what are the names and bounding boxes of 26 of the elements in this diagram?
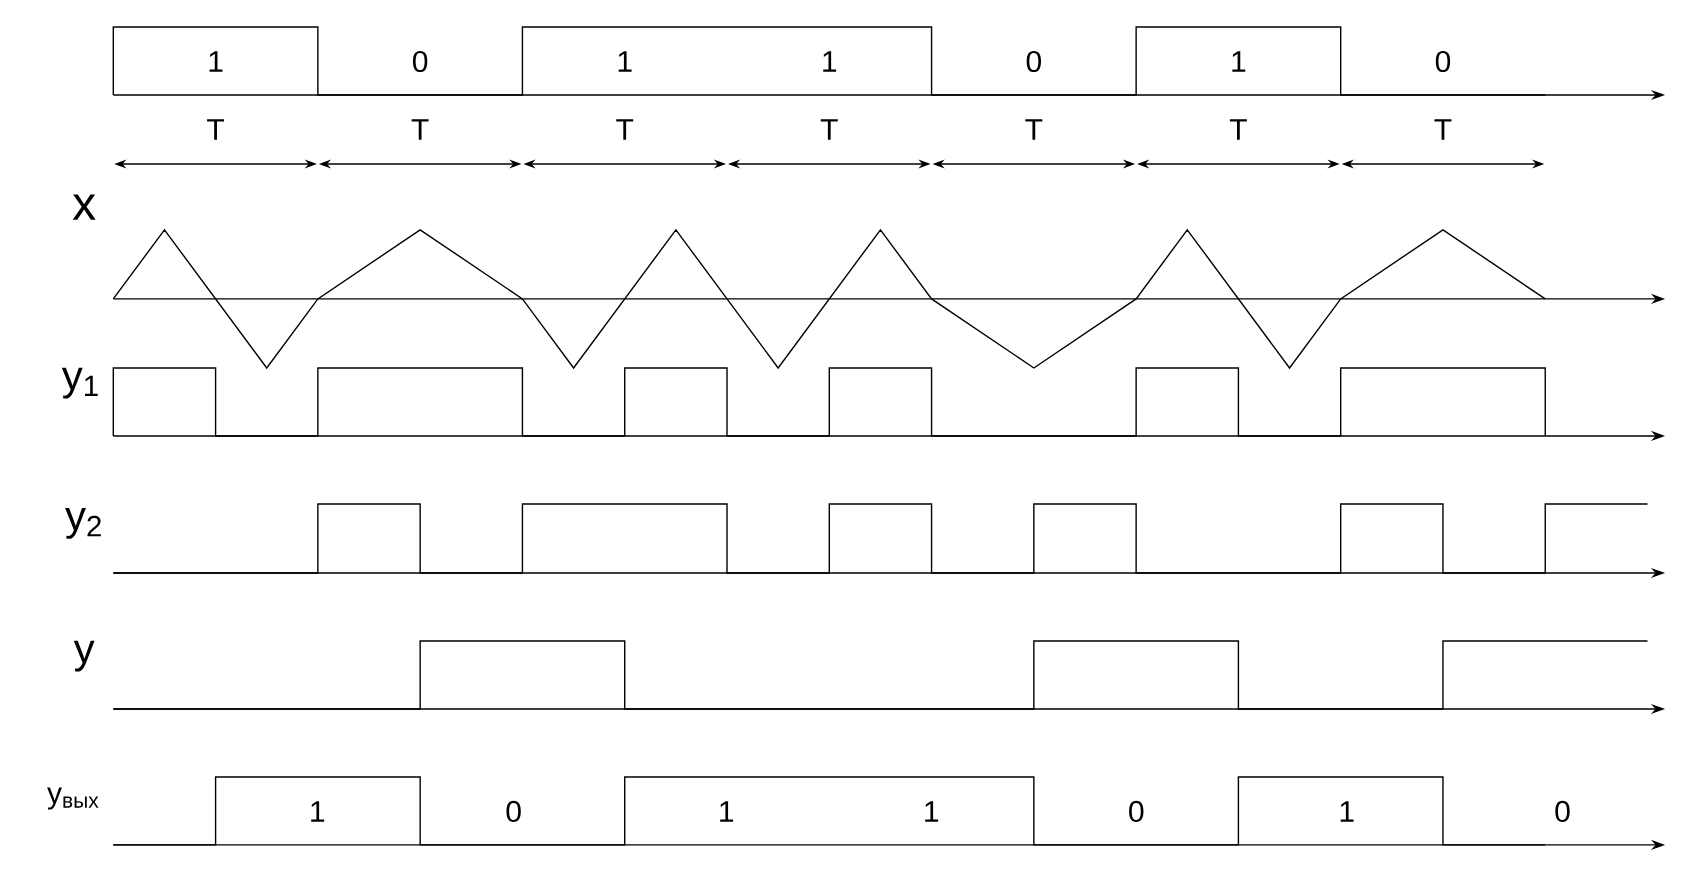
bit-value: 1	[925, 801, 939, 822]
bit-value: 1	[1232, 51, 1246, 72]
period-label: T	[1229, 119, 1247, 140]
period-label: T	[1434, 119, 1452, 140]
bit-value: 0	[1555, 800, 1570, 823]
bit-value: 1	[618, 51, 632, 72]
bit-value: 1	[823, 51, 837, 72]
bit-value: 1	[209, 51, 223, 72]
signal-name: y	[73, 640, 95, 672]
signal-name: x	[72, 194, 96, 220]
signal-name: y$_{1}$	[61, 367, 98, 399]
signal-name: y$_{вых}$	[47, 787, 99, 810]
period-label: T	[616, 119, 634, 140]
bit-value: 0	[412, 50, 428, 73]
bit-value: 0	[1026, 50, 1041, 73]
period-label: T	[1025, 119, 1043, 140]
period-label: T	[207, 119, 225, 140]
bit-value: 0	[1435, 50, 1451, 73]
bit-value: 0	[1129, 800, 1144, 823]
period-label: T	[820, 119, 838, 140]
bit-value: 1	[1340, 801, 1354, 822]
period-label: T	[411, 119, 429, 140]
bit-value: 1	[720, 801, 734, 822]
signal-name: y$_{2}$	[65, 507, 101, 539]
bit-value: 0	[506, 800, 521, 823]
bit-value: 1	[311, 801, 325, 822]
